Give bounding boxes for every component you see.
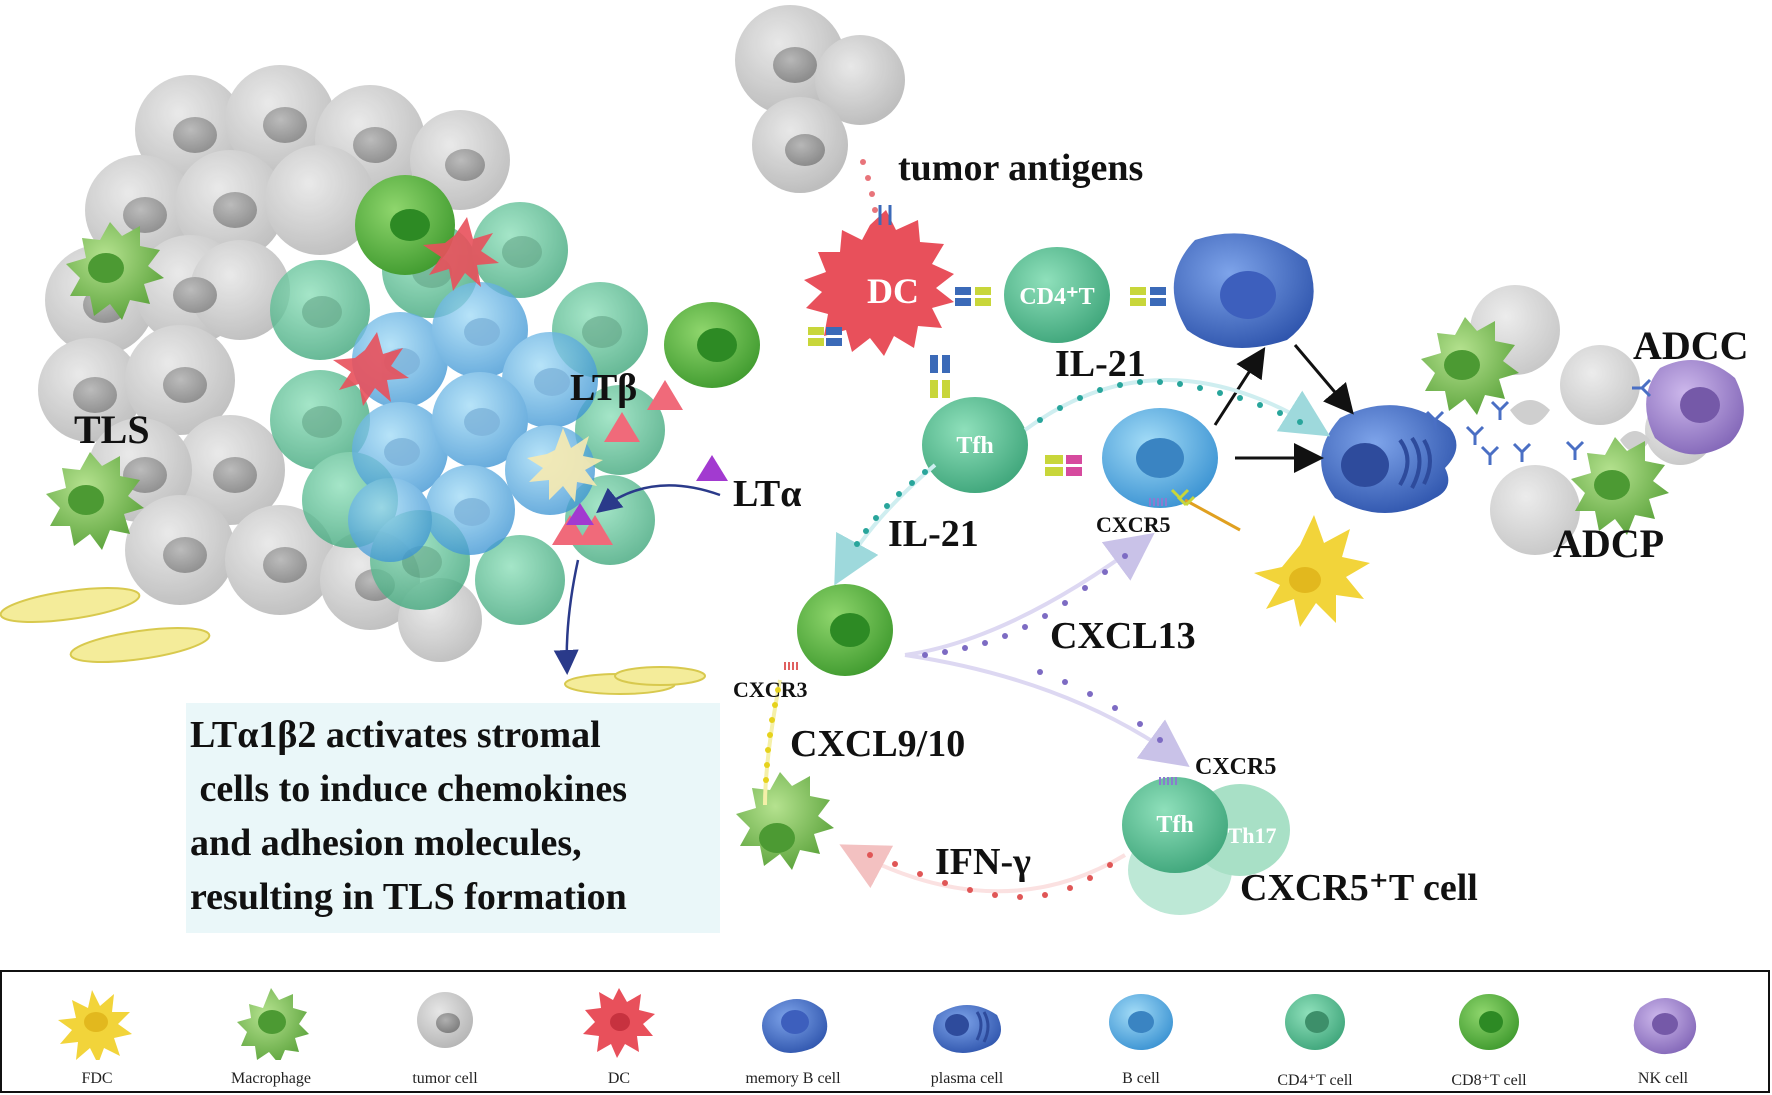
antibodies bbox=[1425, 378, 1652, 465]
cd4-t-cell-center: CD4⁺T bbox=[1004, 247, 1110, 343]
legend-label-tumor-cell: tumor cell bbox=[412, 1070, 478, 1087]
cxcr5-t-cell-label: CXCR5⁺T cell bbox=[1240, 867, 1478, 909]
tls-formation-note: LTα1β2 activates stromal cells to induce… bbox=[186, 703, 720, 933]
legend-label-memory-b-cell: memory B cell bbox=[745, 1070, 841, 1087]
cxcr-receptors bbox=[1149, 498, 1177, 785]
cxcl9-10-path bbox=[763, 679, 782, 806]
cxcr5-bottom-label: CXCR5 bbox=[1195, 754, 1277, 780]
lt-beta-label: LTβ bbox=[570, 367, 638, 409]
b-cell-icon bbox=[1109, 994, 1173, 1050]
antigen-dots bbox=[860, 159, 878, 213]
ifn-gamma-label: IFN-γ bbox=[935, 841, 1031, 883]
macrophage-right-bottom bbox=[1571, 437, 1669, 535]
stromal-cells bbox=[0, 587, 706, 695]
tfh-cell-top: Tfh bbox=[922, 397, 1028, 493]
note-line-3: and adhesion molecules, bbox=[190, 822, 582, 864]
cxcl13-label: CXCL13 bbox=[1050, 615, 1196, 657]
legend-item-memory-b-cell: memory B cell bbox=[708, 972, 878, 1093]
nk-cell-icon bbox=[1633, 998, 1697, 1055]
legend-label-nk-cell: NK cell bbox=[1637, 1070, 1689, 1087]
cd4t-label: CD4⁺T bbox=[1019, 284, 1094, 310]
legend-item-b-cell: B cell bbox=[1056, 972, 1226, 1093]
lt-a1b2-complex bbox=[552, 503, 613, 545]
nk-cell bbox=[1646, 360, 1744, 455]
cd8-cell-lower bbox=[797, 584, 893, 676]
legend-label-macrophage: Macrophage bbox=[231, 1070, 311, 1087]
cxcl9-10-label: CXCL9/10 bbox=[790, 723, 966, 765]
macrophage-left-bottom bbox=[46, 452, 144, 550]
tumor-antigens-label: tumor antigens bbox=[898, 147, 1144, 189]
th17-label: Th17 bbox=[1228, 823, 1277, 848]
tfh-bottom-label: Tfh bbox=[1156, 812, 1193, 838]
legend-label-b-cell: B cell bbox=[1122, 1070, 1160, 1087]
lt-beta-molecules bbox=[604, 380, 683, 442]
legend-item-plasma-cell: plasma cell bbox=[882, 972, 1052, 1093]
tumor-cell-icon bbox=[417, 992, 473, 1048]
macrophage-icon bbox=[237, 988, 309, 1060]
dc-icon bbox=[583, 988, 655, 1058]
cxcl13-path bbox=[904, 532, 1190, 768]
macrophage-lower bbox=[736, 772, 834, 870]
legend-item-tumor-cell: tumor cell bbox=[360, 972, 530, 1093]
dc-center-label: DC bbox=[867, 271, 919, 311]
tls-dc-cell bbox=[333, 217, 499, 406]
legend-label-cd8-t-cell: CD8⁺T cell bbox=[1451, 1072, 1527, 1089]
cd4-t-cell-icon bbox=[1285, 994, 1345, 1050]
il21-left-label: IL-21 bbox=[888, 513, 979, 555]
note-line-2: cells to induce chemokines bbox=[190, 768, 627, 810]
lt-arrows bbox=[553, 484, 721, 675]
cxcr3-label: CXCR3 bbox=[733, 677, 808, 702]
il21-path-left bbox=[834, 463, 937, 586]
legend-item-cd4-t-cell: CD4⁺T cell bbox=[1230, 972, 1400, 1093]
il21-top-label: IL-21 bbox=[1055, 343, 1146, 385]
plasma-cell-icon bbox=[933, 1005, 1001, 1054]
legend-item-dc: DC bbox=[534, 972, 704, 1093]
tls-label: TLS bbox=[74, 407, 150, 452]
dc-cell-center: DC bbox=[804, 210, 954, 356]
black-arrows bbox=[1213, 344, 1354, 473]
cell-type-legend: FDC Macrophage tumor cell DC memory B ce… bbox=[0, 970, 1770, 1093]
tls-cd8-cell bbox=[355, 175, 455, 275]
b-cell-center bbox=[1102, 408, 1218, 508]
memory-b-cell-icon bbox=[762, 999, 828, 1053]
macrophage-left-top bbox=[66, 222, 164, 320]
memory-b-cell-top bbox=[1173, 233, 1314, 348]
tfh-top-label: Tfh bbox=[956, 433, 993, 459]
legend-item-cd8-t-cell: CD8⁺T cell bbox=[1404, 972, 1574, 1093]
il21-path-top bbox=[1023, 378, 1331, 437]
fdc-connector bbox=[1170, 488, 1241, 532]
receptor-connectors bbox=[808, 205, 1166, 476]
tumor-cells-top bbox=[735, 5, 905, 193]
lt-alpha-molecule bbox=[696, 455, 728, 481]
ifn-gamma-path bbox=[839, 844, 1127, 900]
note-line-1: LTα1β2 activates stromal bbox=[190, 714, 601, 756]
legend-item-nk-cell: NK cell bbox=[1578, 972, 1748, 1093]
plasma-cell bbox=[1321, 405, 1457, 513]
cxcr5-top-label: CXCR5 bbox=[1096, 512, 1171, 537]
cd8-t-cell-icon bbox=[1459, 994, 1519, 1050]
cxcr3-receptor bbox=[784, 662, 798, 670]
note-line-4: resulting in TLS formation bbox=[190, 876, 627, 918]
legend-label-dc: DC bbox=[607, 1070, 631, 1087]
tls-b-cell-core bbox=[348, 282, 598, 562]
legend-item-macrophage: Macrophage bbox=[186, 972, 356, 1093]
fdc-icon bbox=[58, 990, 132, 1060]
legend-item-fdc: FDC bbox=[12, 972, 182, 1093]
adcp-label: ADCP bbox=[1553, 521, 1665, 566]
cxcr5-t-cell-cluster: Tfh Th17 bbox=[1122, 777, 1290, 915]
tls-fdc-cell bbox=[527, 428, 603, 502]
cd8-cell-center bbox=[664, 302, 760, 388]
adcc-label: ADCC bbox=[1633, 323, 1749, 368]
fdc-cell-center bbox=[1254, 515, 1370, 627]
lt-alpha-label: LTα bbox=[733, 473, 802, 515]
legend-label-fdc: FDC bbox=[81, 1070, 113, 1087]
macrophage-right-top bbox=[1421, 317, 1519, 415]
legend-label-plasma-cell: plasma cell bbox=[930, 1070, 1004, 1087]
legend-label-cd4-t-cell: CD4⁺T cell bbox=[1277, 1072, 1353, 1089]
